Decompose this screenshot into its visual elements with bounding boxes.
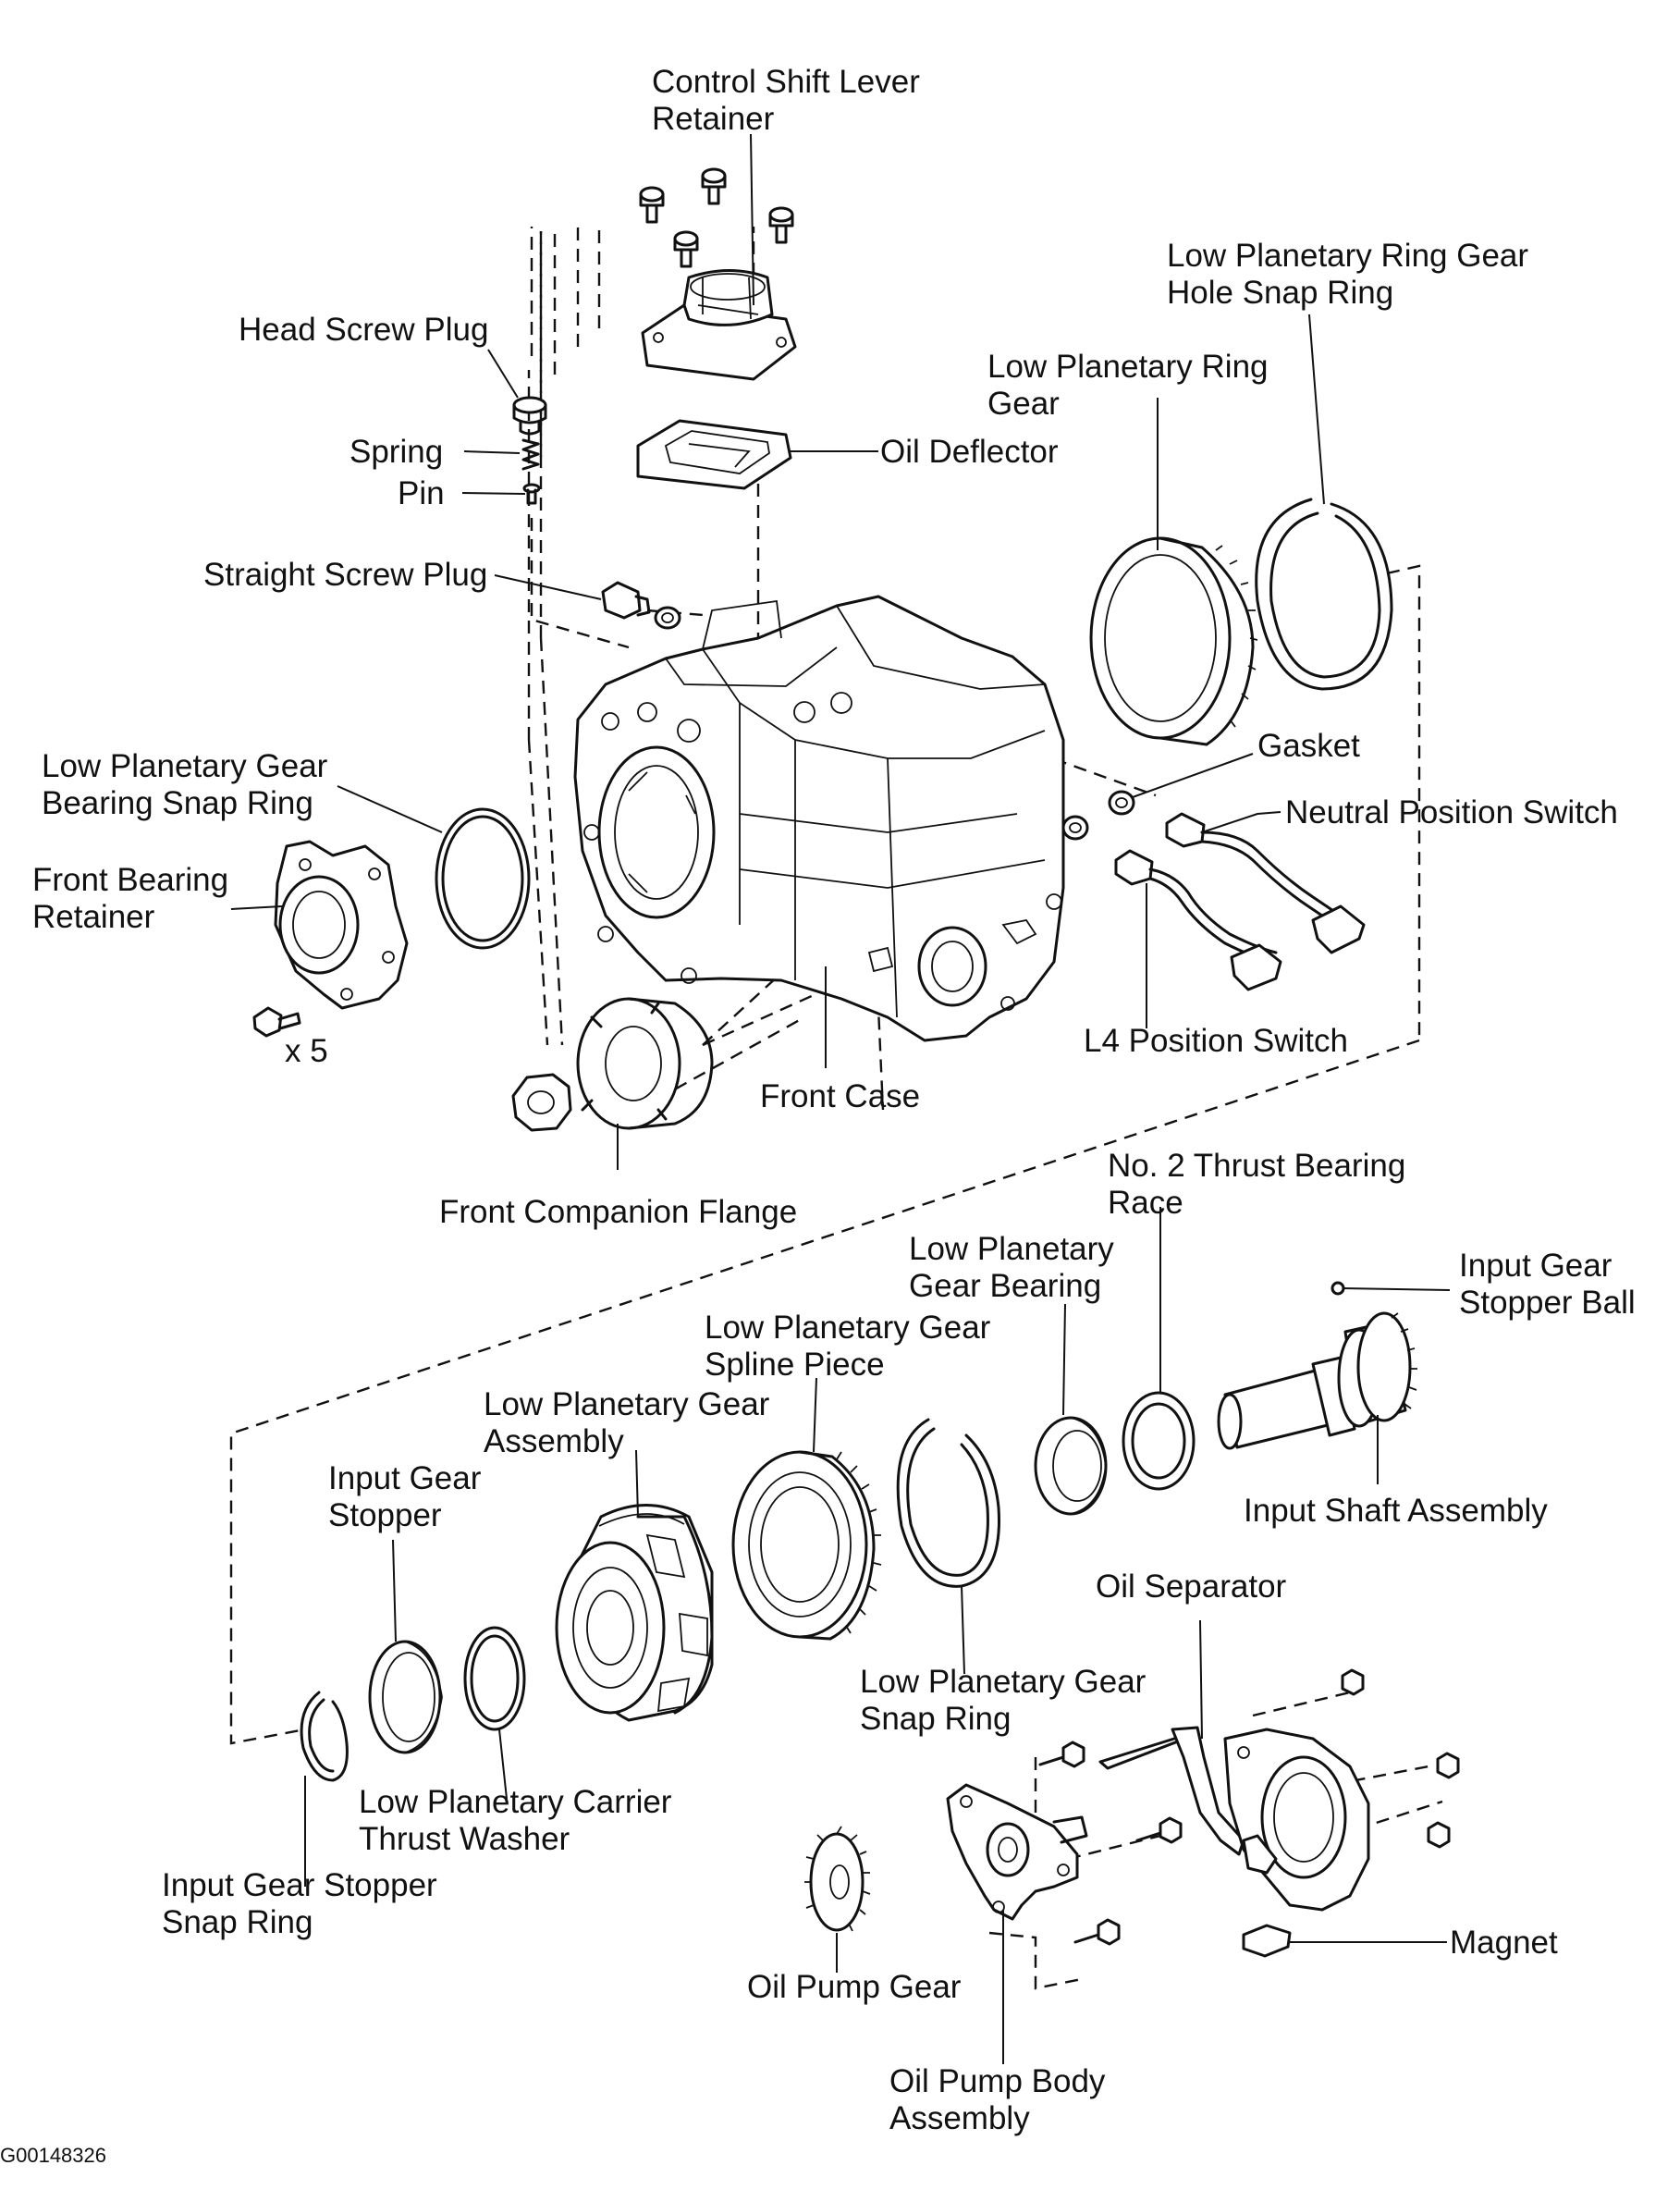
label-straight-screw-plug: Straight Screw Plug: [203, 557, 487, 593]
l4-position-switch-part: [1114, 849, 1282, 991]
control-shift-lever-retainer-part: [641, 269, 797, 381]
oil-pump-gear-part: [804, 1826, 871, 1932]
gasket-part: [1061, 790, 1135, 841]
low-planetary-gear-snap-ring-part: [896, 1418, 1000, 1588]
front-companion-flange-part: [511, 997, 714, 1132]
label-neutral-position-switch: Neutral Position Switch: [1285, 794, 1618, 830]
neutral-position-switch-part: [1165, 812, 1366, 954]
low-planetary-carrier-thrust-washer-part: [463, 1626, 526, 1731]
rear-plate-part: [1223, 1728, 1370, 1912]
label-front-case: Front Case: [760, 1078, 920, 1114]
label-oil-deflector: Oil Deflector: [880, 434, 1059, 470]
label-head-screw-plug: Head Screw Plug: [239, 312, 488, 348]
low-planetary-gear-bearing-part: [1034, 1416, 1108, 1516]
low-planetary-gear-assembly-part: [555, 1504, 714, 1722]
label-pin: Pin: [398, 475, 445, 511]
input-shaft-assembly-part: [1217, 1311, 1417, 1450]
input-gear-stopper-ball-part: [1331, 1281, 1345, 1296]
retainer-bolt: [252, 1006, 301, 1038]
front-bearing-retainer-part: [274, 840, 409, 1010]
input-gear-stopper-part: [368, 1640, 443, 1754]
oil-separator-part: [1098, 1726, 1245, 1856]
front-case-part: [573, 595, 1065, 1042]
label-oil-pump-gear: Oil Pump Gear: [747, 1969, 962, 2005]
low-planetary-gear-spline-piece-part: [731, 1450, 882, 1641]
label-bolt-count: x 5: [285, 1033, 328, 1069]
label-front-companion-flange: Front Companion Flange: [439, 1194, 797, 1230]
spring-part: [521, 438, 540, 471]
magnet-part: [1242, 1924, 1292, 1958]
leader-lines: [230, 133, 1451, 2064]
pin-part: [522, 483, 541, 505]
oil-pump-body-assembly-part: [946, 1783, 1088, 1921]
no2-thrust-bearing-race-part: [1122, 1391, 1196, 1491]
retainer-bolts: [639, 167, 794, 268]
label-magnet: Magnet: [1450, 1925, 1558, 1961]
straight-screw-plug-part: [601, 581, 681, 630]
label-oil-separator: Oil Separator: [1096, 1568, 1287, 1605]
oil-deflector-part: [636, 419, 792, 490]
label-l4-position-switch: L4 Position Switch: [1084, 1023, 1348, 1059]
head-screw-plug-part: [512, 396, 547, 436]
low-planetary-ring-gear-part: [1089, 536, 1258, 746]
label-gasket: Gasket: [1257, 728, 1360, 764]
label-spring: Spring: [349, 434, 443, 470]
diagram-code: G00148326: [0, 2144, 106, 2167]
low-planetary-ring-gear-hole-snap-ring-part: [1255, 498, 1393, 691]
low-planetary-gear-bearing-snap-ring-part: [435, 807, 531, 950]
input-gear-stopper-snap-ring-part: [300, 1691, 349, 1782]
label-input-shaft-assembly: Input Shaft Assembly: [1244, 1493, 1548, 1529]
rear-bolts: [1038, 1668, 1460, 1946]
